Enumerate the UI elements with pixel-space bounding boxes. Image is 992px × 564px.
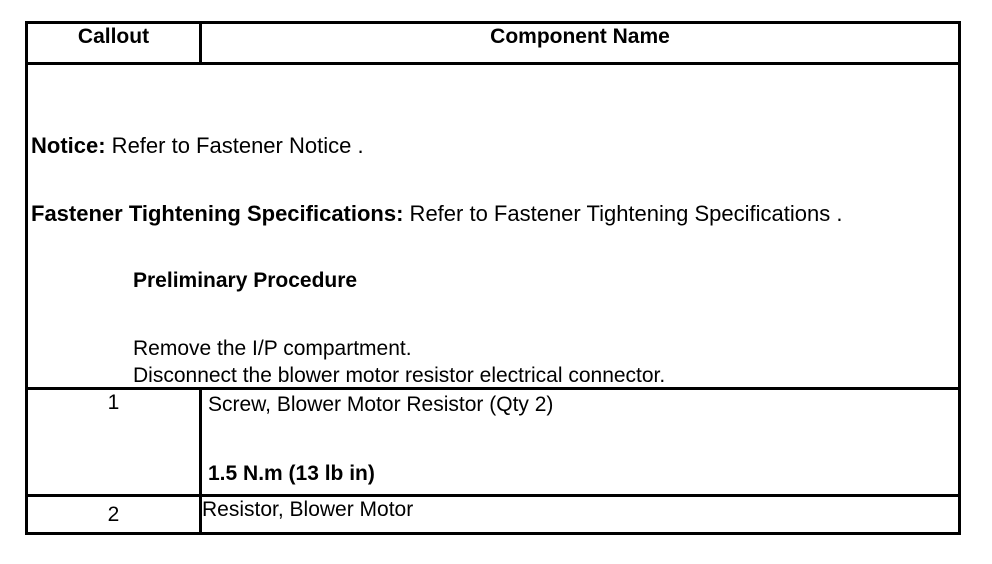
torque-spec-text: 1.5 N.m (13 lb in) [208, 462, 375, 485]
callout-number: 1 [25, 387, 202, 497]
table-row: 2 Resistor, Blower Motor [25, 494, 961, 535]
header-cell-callout: Callout [25, 21, 202, 65]
fastener-spec-label: Fastener Tightening Specifications: [31, 201, 404, 226]
preliminary-steps-list: Remove the I/P compartment. Disconnect t… [133, 335, 665, 389]
fastener-spec-line: Fastener Tightening Specifications: Refe… [31, 201, 842, 227]
notice-label: Notice: [31, 133, 106, 158]
notice-and-preliminary-cell: Notice: Refer to Fastener Notice . Faste… [25, 62, 961, 390]
notice-inner: Notice: Refer to Fastener Notice . Faste… [28, 65, 958, 387]
callout-number: 2 [25, 494, 202, 535]
component-callout-table: Callout Component Name Notice: Refer to … [25, 21, 961, 535]
component-name-text: Resistor, Blower Motor [199, 494, 961, 535]
component-name-text: Screw, Blower Motor Resistor (Qty 2) [208, 393, 554, 416]
table-header-row: Callout Component Name [25, 21, 961, 65]
notice-text: Refer to Fastener Notice . [105, 133, 364, 158]
component-cell-inner: Screw, Blower Motor Resistor (Qty 2) 1.5… [202, 390, 958, 494]
preliminary-step: Remove the I/P compartment. [133, 337, 412, 360]
preliminary-step: Disconnect the blower motor resistor ele… [133, 364, 666, 387]
preliminary-procedure-heading: Preliminary Procedure [133, 269, 358, 292]
header-cell-component-name: Component Name [199, 21, 961, 65]
table-row: 1 Screw, Blower Motor Resistor (Qty 2) 1… [25, 387, 961, 497]
fastener-spec-text: Refer to Fastener Tightening Specificati… [403, 201, 843, 226]
notice-row: Notice: Refer to Fastener Notice . Faste… [25, 62, 961, 390]
component-cell: Screw, Blower Motor Resistor (Qty 2) 1.5… [199, 387, 961, 497]
notice-line: Notice: Refer to Fastener Notice . [31, 133, 364, 159]
